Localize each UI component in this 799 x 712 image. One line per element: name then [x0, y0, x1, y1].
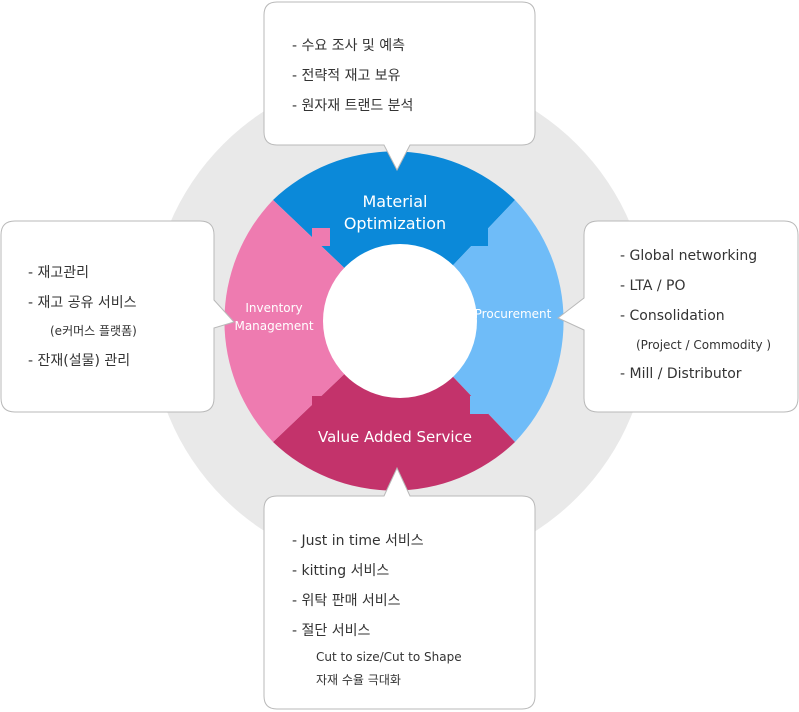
- label-material-line1: Material: [363, 192, 428, 211]
- right-item-3: - Consolidation: [620, 308, 725, 324]
- bottom-item-4-sub-2: 자재 수율 극대화: [316, 673, 401, 687]
- notch-bottom-right: [470, 396, 488, 414]
- label-procurement: Procurement: [475, 307, 552, 321]
- sector-procurement: [400, 200, 564, 442]
- right-item-2: - LTA / PO: [620, 278, 686, 294]
- bottom-item-1: - Just in time 서비스: [292, 533, 424, 549]
- sector-material-optimization: [273, 151, 515, 321]
- callout-bottom: [263, 466, 536, 710]
- notch-top-left: [312, 228, 330, 246]
- bottom-item-4: - 절단 서비스: [292, 623, 371, 639]
- notch-bottom-left: [312, 396, 330, 414]
- top-item-3: - 원자재 트랜드 분석: [292, 98, 414, 114]
- left-item-1: - 재고관리: [28, 265, 90, 281]
- sector-inventory-management: [224, 200, 400, 442]
- bottom-item-3: - 위탁 판매 서비스: [292, 593, 401, 609]
- callout-right: [557, 220, 799, 413]
- notch-top-right: [470, 228, 488, 246]
- bottom-item-4-sub-1: Cut to size/Cut to Shape: [316, 650, 462, 664]
- bottom-item-2: - kitting 서비스: [292, 563, 390, 579]
- right-item-3-sub: (Project / Commodity ): [636, 338, 772, 352]
- left-item-3: - 잔재(설물) 관리: [28, 353, 131, 369]
- center-hub: [323, 244, 477, 398]
- left-item-2: - 재고 공유 서비스: [28, 295, 137, 311]
- callout-top: [263, 1, 536, 172]
- right-item-4: - Mill / Distributor: [620, 366, 742, 382]
- sector-value-added-service: [273, 321, 515, 491]
- label-material-line2: Optimization: [344, 214, 446, 233]
- label-inventory-line1: Inventory: [245, 301, 302, 315]
- label-value-added-service: Value Added Service: [318, 428, 472, 446]
- label-inventory-line2: Management: [234, 319, 313, 333]
- callout-left: [0, 220, 235, 413]
- top-item-2: - 전략적 재고 보유: [292, 68, 401, 84]
- left-item-2-sub: (e커머스 플랫폼): [50, 324, 137, 338]
- right-item-1: - Global networking: [620, 248, 758, 264]
- top-item-1: - 수요 조사 및 예측: [292, 38, 406, 54]
